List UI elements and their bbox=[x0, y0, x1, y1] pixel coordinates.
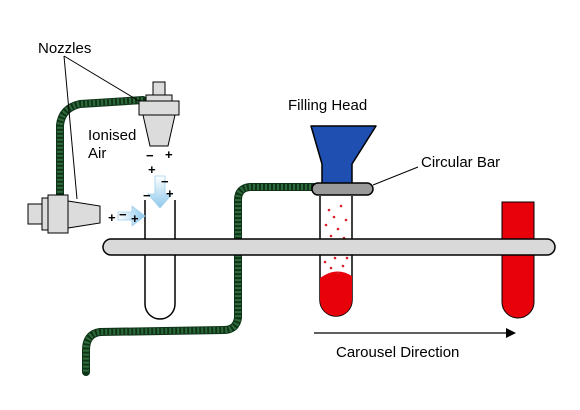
test-tube-filling bbox=[319, 196, 353, 317]
nozzle-icon bbox=[27, 194, 101, 234]
ion-minus: − bbox=[161, 174, 169, 189]
carousel-bar bbox=[102, 238, 556, 256]
ionised-air-label-line2: Air bbox=[88, 145, 106, 162]
ion-plus: + bbox=[148, 162, 156, 177]
arrow-icon bbox=[147, 175, 173, 209]
filling-head-label: Filling Head bbox=[288, 97, 367, 114]
circular-bar bbox=[311, 182, 374, 196]
test-tube-empty bbox=[144, 200, 176, 320]
ion-minus: − bbox=[119, 207, 127, 222]
circular-bar-label: Circular Bar bbox=[421, 154, 500, 171]
ionised-air-label-line1: Ionised bbox=[88, 127, 136, 144]
arrow-icon bbox=[117, 205, 146, 227]
hose-left bbox=[56, 96, 147, 216]
funnel-icon bbox=[310, 125, 377, 187]
circular-bar-pointer bbox=[372, 166, 419, 186]
ion-minus: − bbox=[146, 148, 154, 163]
ion-minus: − bbox=[143, 188, 151, 203]
ion-plus: + bbox=[165, 147, 173, 162]
nozzles-label: Nozzles bbox=[38, 40, 91, 57]
carousel-direction-arrow bbox=[314, 328, 516, 338]
ion-signs: − + + − − + + − + bbox=[108, 147, 174, 226]
nozzle-icon bbox=[138, 81, 180, 147]
nozzles-pointers bbox=[63, 55, 140, 200]
ion-plus: + bbox=[108, 210, 116, 225]
test-tube-full bbox=[501, 201, 535, 319]
hose-right bbox=[82, 183, 319, 376]
ion-plus: + bbox=[166, 186, 174, 201]
ion-plus: + bbox=[131, 211, 139, 226]
carousel-direction-label: Carousel Direction bbox=[336, 344, 459, 361]
